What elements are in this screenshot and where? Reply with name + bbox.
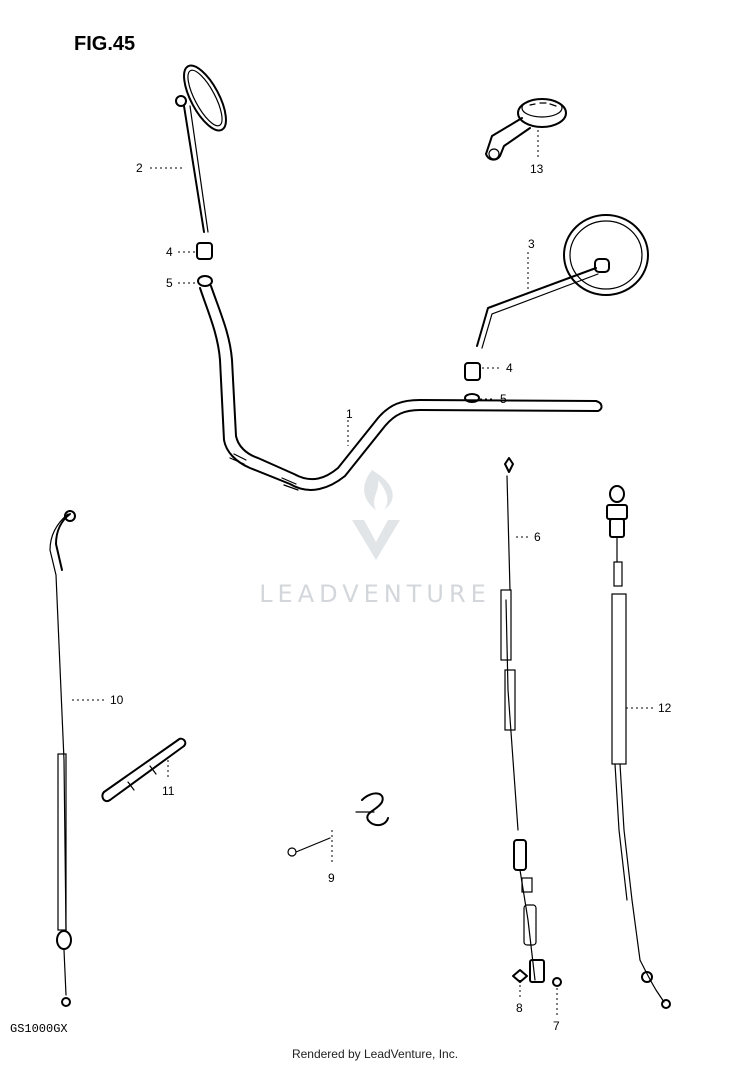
- part-label-4-left: 4: [166, 245, 173, 259]
- left-mirror[interactable]: [175, 60, 235, 233]
- throttle-cable[interactable]: [500, 457, 545, 983]
- spring-tool[interactable]: [101, 737, 187, 802]
- left-mirror-washer[interactable]: [197, 275, 213, 287]
- part-label-8: 8: [516, 1001, 523, 1015]
- part-label-4-right: 4: [506, 361, 513, 375]
- part-labels: 2 4 5 3 4 5 1 6 13 10 11 9 8 7 12: [110, 161, 672, 1033]
- cable-fitting-8[interactable]: [512, 969, 528, 983]
- part-label-11: 11: [162, 784, 175, 798]
- watermark-logo: [352, 470, 400, 560]
- part-label-5-left: 5: [166, 276, 173, 290]
- part-label-3: 3: [528, 237, 535, 251]
- cable-clip[interactable]: [287, 792, 389, 857]
- model-code: GS1000GX: [10, 1022, 68, 1036]
- part-label-7: 7: [553, 1019, 560, 1033]
- part-label-12: 12: [658, 701, 672, 715]
- part-label-5-right: 5: [500, 392, 507, 406]
- choke-cable[interactable]: [606, 485, 671, 1009]
- left-mirror-nut[interactable]: [196, 242, 213, 260]
- part-label-2: 2: [136, 161, 143, 175]
- part-label-1: 1: [346, 407, 353, 421]
- leader-lines: [72, 130, 654, 1016]
- figure-title: FIG.45: [74, 33, 135, 55]
- part-label-13: 13: [530, 162, 544, 176]
- footer-credit: Rendered by LeadVenture, Inc.: [292, 1047, 458, 1061]
- cable-fitting-7[interactable]: [552, 977, 562, 987]
- right-mirror-washer[interactable]: [464, 393, 480, 403]
- right-mirror-nut[interactable]: [464, 362, 481, 381]
- switch-knob[interactable]: [485, 98, 567, 161]
- clutch-cable[interactable]: [49, 510, 76, 1007]
- part-label-6: 6: [534, 530, 541, 544]
- handlebar[interactable]: [199, 285, 603, 491]
- part-label-9: 9: [328, 871, 335, 885]
- right-mirror[interactable]: [476, 214, 649, 349]
- part-label-10: 10: [110, 693, 124, 707]
- watermark-text: LEADVENTURE: [259, 580, 491, 608]
